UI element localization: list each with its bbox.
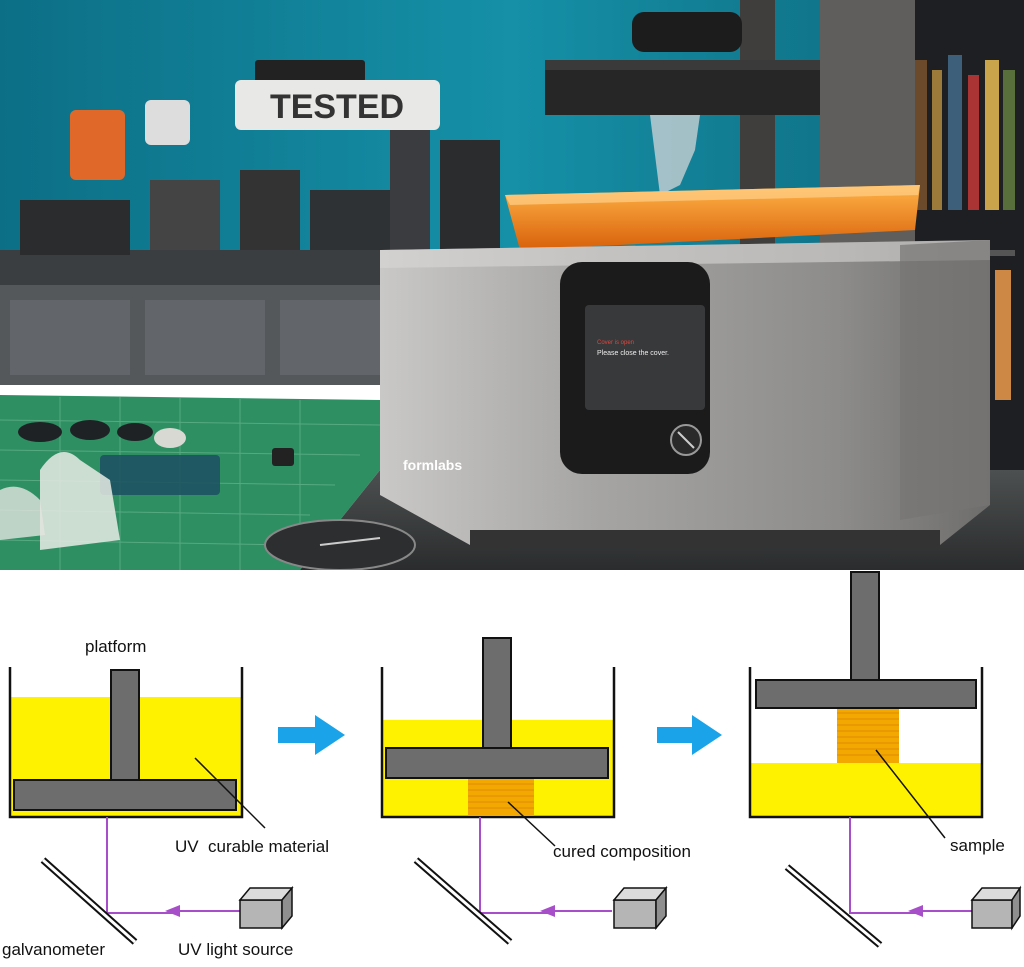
platform-stage-1 xyxy=(13,669,237,811)
svg-text:Please close the cover.: Please close the cover. xyxy=(597,350,669,357)
platform-stage-3 xyxy=(755,571,977,709)
platform-stage-2 xyxy=(385,637,609,779)
pointer-sample xyxy=(875,749,946,839)
label-platform: platform xyxy=(85,637,146,656)
dial-disc xyxy=(264,519,416,570)
label-sample: sample xyxy=(950,836,1005,855)
laser-path-stage-3 xyxy=(849,817,918,914)
laser-arrowhead-stage-3 xyxy=(908,905,923,917)
build-platform xyxy=(545,12,820,195)
uv-light-source-box-1 xyxy=(238,885,294,931)
laser-arrowhead-stage-1 xyxy=(165,905,180,917)
resin-stage-3 xyxy=(750,763,982,817)
stage-1: platform UV curable material galvanomete… xyxy=(2,637,329,959)
label-cured-composition: cured composition xyxy=(553,842,691,861)
stage-3: sample xyxy=(748,571,1022,948)
pointer-cured-composition xyxy=(507,801,556,847)
laser-path-stage-1 xyxy=(106,817,173,914)
vat-stage-1 xyxy=(8,667,244,819)
label-uv-curable-material: UV curable material xyxy=(175,837,329,856)
vat-stage-2 xyxy=(380,667,616,819)
svg-text:Cover is open: Cover is open xyxy=(597,340,634,346)
tested-wall-sign: TESTED xyxy=(235,60,440,130)
vat-stage-3 xyxy=(748,667,984,819)
process-arrow-2 xyxy=(657,715,722,755)
label-galvanometer: galvanometer xyxy=(2,940,105,959)
svg-text:TESTED: TESTED xyxy=(270,88,404,126)
sla-process-diagram: platform UV curable material galvanomete… xyxy=(0,570,1024,962)
stage-2: cured composition xyxy=(380,637,691,945)
label-uv-light-source: UV light source xyxy=(178,940,293,959)
printed-sample xyxy=(837,707,899,763)
printer-photo: TESTED C xyxy=(0,0,1024,570)
formlabs-logo: formlabs xyxy=(403,457,462,473)
printer-screen: Cover is open Please close the cover. xyxy=(560,262,710,474)
printer-photo-scene: TESTED C xyxy=(0,0,1024,570)
laser-arrowhead-stage-2 xyxy=(540,905,555,917)
orange-device xyxy=(70,110,125,180)
uv-light-source-box-3 xyxy=(970,885,1022,931)
process-arrow-1 xyxy=(278,715,345,755)
pointer-uv-material xyxy=(194,757,266,829)
laser-path-stage-2 xyxy=(479,817,548,914)
printed-parts xyxy=(0,420,294,550)
uv-light-source-box-2 xyxy=(612,885,668,931)
